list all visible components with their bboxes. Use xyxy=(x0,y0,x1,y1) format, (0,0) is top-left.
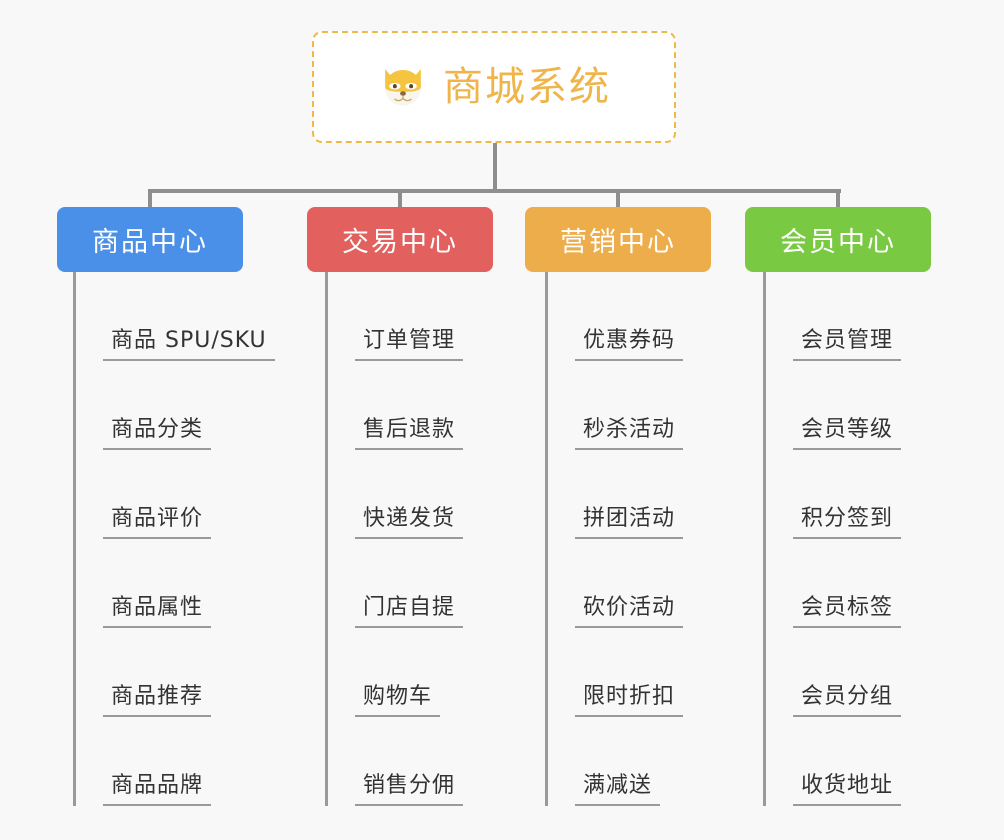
category-box-member[interactable]: 会员中心 xyxy=(745,207,931,272)
leaf-spine-product xyxy=(73,272,76,806)
connector-horizontal-bus xyxy=(150,189,841,193)
category-label: 会员中心 xyxy=(780,227,896,258)
category-box-trade[interactable]: 交易中心 xyxy=(307,207,493,272)
leaf-item[interactable]: 满减送 xyxy=(545,717,661,806)
leaf-item-label: 商品推荐 xyxy=(103,684,212,717)
leaf-item[interactable]: 快递发货 xyxy=(325,450,464,539)
leaf-item[interactable]: 商品品牌 xyxy=(73,717,212,806)
leaf-item[interactable]: 销售分佣 xyxy=(325,717,464,806)
leaf-item[interactable]: 会员分组 xyxy=(763,628,902,717)
leaf-item-label: 商品属性 xyxy=(103,595,212,628)
leaf-item-label: 秒杀活动 xyxy=(575,417,684,450)
leaf-item[interactable]: 优惠券码 xyxy=(545,272,684,361)
leaf-item-label: 商品品牌 xyxy=(103,773,212,806)
leaf-item-label: 满减送 xyxy=(575,773,661,806)
leaf-item-label: 会员等级 xyxy=(793,417,902,450)
leaf-item-label: 限时折扣 xyxy=(575,684,684,717)
leaf-item-label: 商品分类 xyxy=(103,417,212,450)
leaf-item-label: 门店自提 xyxy=(355,595,464,628)
leaf-spine-marketing xyxy=(545,272,548,806)
leaf-item-label: 会员标签 xyxy=(793,595,902,628)
leaf-item-label: 订单管理 xyxy=(355,328,464,361)
connector-root-stem xyxy=(493,143,497,190)
leaf-item-label: 商品评价 xyxy=(103,506,212,539)
leaf-item-label: 快递发货 xyxy=(355,506,464,539)
root-title: 商城系统 xyxy=(443,64,611,110)
leaf-item-label: 会员分组 xyxy=(793,684,902,717)
category-label: 营销中心 xyxy=(560,227,676,258)
leaf-item-label: 积分签到 xyxy=(793,506,902,539)
leaf-item[interactable]: 会员等级 xyxy=(763,361,902,450)
leaf-item-label: 购物车 xyxy=(355,684,441,717)
leaf-column-product: 商品 SPU/SKU 商品分类商品评价商品属性商品推荐商品品牌 xyxy=(73,272,333,806)
leaf-item[interactable]: 商品评价 xyxy=(73,450,212,539)
leaf-item-label: 售后退款 xyxy=(355,417,464,450)
leaf-item-label: 会员管理 xyxy=(793,328,902,361)
leaf-item[interactable]: 秒杀活动 xyxy=(545,361,684,450)
leaf-item[interactable]: 售后退款 xyxy=(325,361,464,450)
leaf-item-label: 拼团活动 xyxy=(575,506,684,539)
leaf-column-trade: 订单管理售后退款快递发货门店自提购物车销售分佣 xyxy=(325,272,585,806)
leaf-item-label: 优惠券码 xyxy=(575,328,684,361)
leaf-item[interactable]: 商品推荐 xyxy=(73,628,212,717)
leaf-item-label: 收货地址 xyxy=(793,773,902,806)
leaf-spine-trade xyxy=(325,272,328,806)
leaf-item[interactable]: 会员标签 xyxy=(763,539,902,628)
category-box-marketing[interactable]: 营销中心 xyxy=(525,207,711,272)
leaf-item-label: 砍价活动 xyxy=(575,595,684,628)
leaf-item[interactable]: 会员管理 xyxy=(763,272,902,361)
leaf-column-member: 会员管理会员等级积分签到会员标签会员分组收货地址 xyxy=(763,272,1004,806)
leaf-item[interactable]: 商品属性 xyxy=(73,539,212,628)
root-node[interactable]: 商城系统 xyxy=(312,31,676,143)
connector-drop-2 xyxy=(398,189,402,209)
connector-drop-4 xyxy=(836,189,840,209)
leaf-item[interactable]: 收货地址 xyxy=(763,717,902,806)
leaf-item[interactable]: 商品分类 xyxy=(73,361,212,450)
leaf-item[interactable]: 限时折扣 xyxy=(545,628,684,717)
leaf-item[interactable]: 商品 SPU/SKU xyxy=(73,272,275,361)
leaf-item[interactable]: 砍价活动 xyxy=(545,539,684,628)
leaf-column-marketing: 优惠券码秒杀活动拼团活动砍价活动限时折扣满减送 xyxy=(545,272,805,806)
leaf-item[interactable]: 门店自提 xyxy=(325,539,464,628)
category-label: 商品中心 xyxy=(92,227,208,258)
leaf-item-label: 销售分佣 xyxy=(355,773,464,806)
connector-drop-3 xyxy=(616,189,620,209)
connector-drop-1 xyxy=(148,189,152,209)
category-label: 交易中心 xyxy=(342,227,458,258)
category-box-product[interactable]: 商品中心 xyxy=(57,207,243,272)
leaf-item-label: 商品 SPU/SKU xyxy=(103,328,275,361)
shiba-dog-face-icon xyxy=(385,69,421,106)
leaf-spine-member xyxy=(763,272,766,806)
leaf-item[interactable]: 积分签到 xyxy=(763,450,902,539)
leaf-item[interactable]: 拼团活动 xyxy=(545,450,684,539)
leaf-item[interactable]: 购物车 xyxy=(325,628,441,717)
leaf-item[interactable]: 订单管理 xyxy=(325,272,464,361)
